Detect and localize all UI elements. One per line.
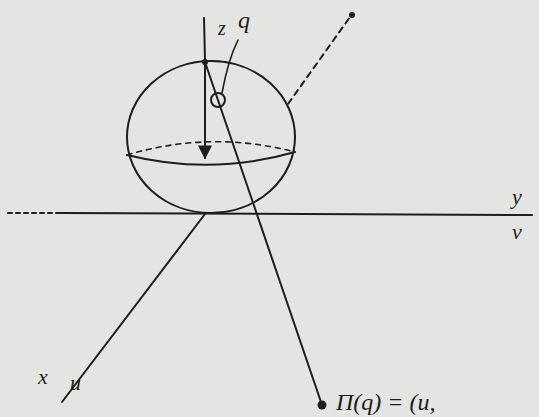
ray-end	[349, 12, 355, 18]
x-axis	[62, 214, 205, 402]
equator-back	[127, 142, 295, 155]
axis-label: y	[512, 186, 522, 208]
z-axis	[204, 18, 205, 60]
down-arrow	[204, 63, 206, 158]
equator-front	[127, 152, 295, 165]
axis-label: x	[38, 366, 48, 388]
dashed-ray	[288, 17, 350, 104]
north-pole	[202, 59, 208, 65]
axis-label: v	[512, 221, 522, 243]
axis-label: u	[70, 372, 81, 394]
y-axis	[60, 213, 532, 215]
point-label: q	[238, 8, 250, 32]
axis-dashed	[8, 212, 60, 214]
projected-point	[318, 401, 327, 410]
axis-label: z	[218, 18, 226, 38]
point-label: Π(q) = (u,	[336, 390, 436, 414]
projection-ray	[205, 62, 322, 405]
sphere	[127, 61, 295, 213]
leader-line	[222, 40, 238, 93]
